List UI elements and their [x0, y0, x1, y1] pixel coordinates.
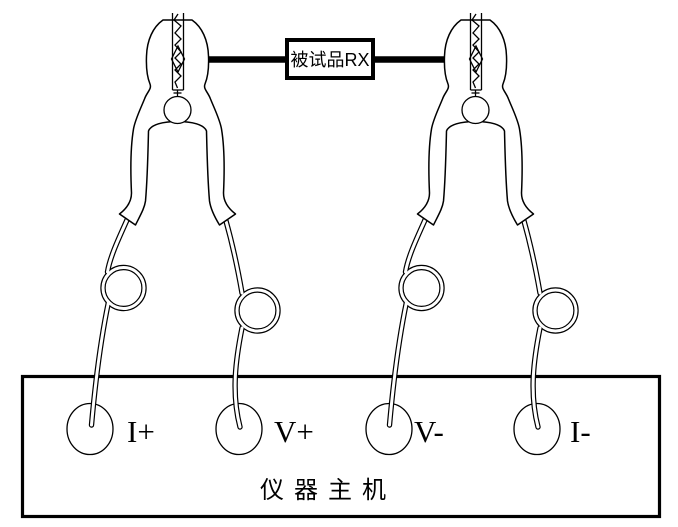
terminal-label-v-minus: V- [414, 414, 444, 449]
terminal-label-i-minus: I- [570, 414, 591, 449]
instrument-unit: I+ V+ V- I- 仪 器 主 机 [20, 374, 662, 519]
dut-box [285, 38, 375, 80]
terminal-label-v-plus: V+ [274, 414, 314, 449]
terminal-v-plus [215, 402, 263, 456]
terminal-i-minus [513, 402, 561, 456]
dut-box-label: 被试品RX [290, 50, 369, 70]
instrument-unit-label: 仪 器 主 机 [260, 477, 388, 504]
dut-connection: 被试品RX [204, 38, 448, 80]
terminal-label-i-plus: I+ [127, 414, 155, 449]
terminal-i-plus [66, 402, 114, 456]
